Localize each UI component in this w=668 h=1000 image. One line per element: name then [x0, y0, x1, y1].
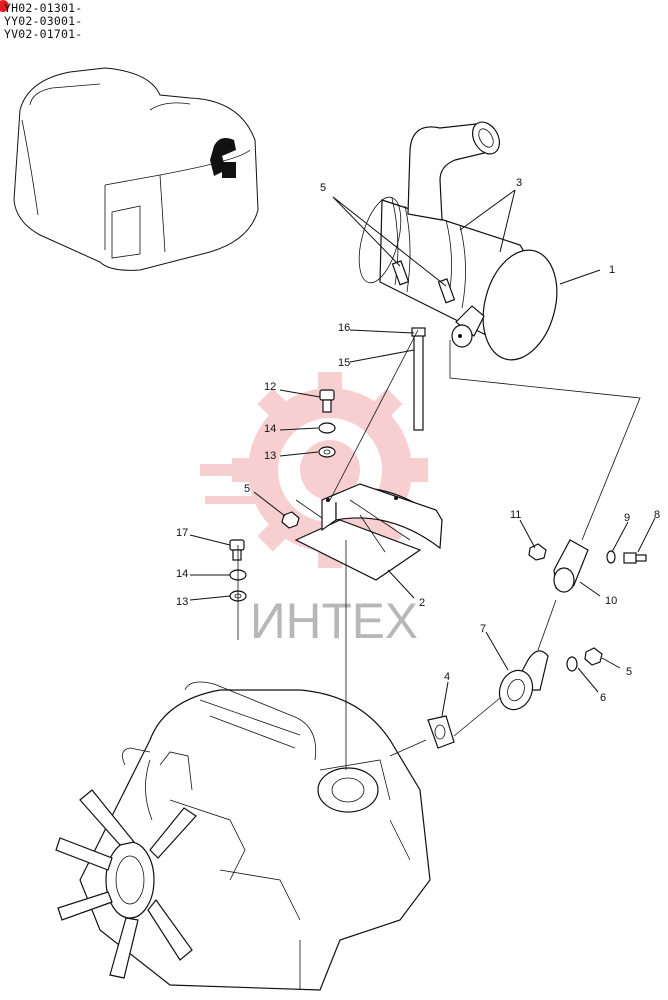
muffler	[358, 196, 558, 361]
callout-13-lower: 13	[176, 596, 188, 608]
callout-14-upper: 14	[264, 423, 276, 435]
serial-range-3: YV02-01701-	[4, 27, 83, 41]
corner-marker	[0, 0, 9, 12]
muffler-inlet	[451, 305, 485, 348]
muffler-bracket	[294, 483, 443, 581]
callout-7: 7	[480, 623, 486, 635]
callout-5-elbow: 5	[626, 666, 632, 678]
washer-13-upper	[318, 446, 336, 458]
callout-8: 8	[654, 509, 660, 521]
watermark-text: ИНТЕХ	[250, 593, 418, 649]
callout-labels: 1 2 3 4 5 5 5 6 7 8 9 10 11 12 13 13 14 …	[176, 177, 660, 704]
callout-13-upper: 13	[264, 450, 276, 462]
engine	[55, 681, 431, 991]
nut-11	[528, 543, 547, 561]
callout-15: 15	[338, 357, 350, 369]
callout-6: 6	[600, 692, 606, 704]
nut-5-elbow	[584, 647, 603, 666]
tail-pipe	[407, 121, 501, 221]
callout-14-lower: 14	[176, 568, 188, 580]
washer-6	[566, 656, 578, 672]
washer-9	[606, 550, 616, 564]
exhaust-elbow	[498, 650, 549, 711]
washer-14-upper	[318, 422, 336, 434]
support-rod	[411, 327, 426, 431]
nut-5-bracket	[281, 511, 300, 529]
callout-16: 16	[338, 322, 350, 334]
leader-lines	[189, 189, 656, 770]
callout-9: 9	[624, 512, 630, 524]
callout-5-muffler: 5	[320, 182, 326, 194]
serial-range-1: YH02-01301-	[4, 1, 83, 15]
callout-11: 11	[510, 509, 521, 521]
bolt-8	[623, 552, 647, 564]
callout-1: 1	[609, 264, 615, 276]
callout-10: 10	[605, 595, 617, 607]
callout-17: 17	[176, 527, 188, 539]
serial-number-block: YH02-01301- YY02-03001- YV02-01701-	[4, 2, 82, 41]
machine-thumbnail	[13, 67, 259, 271]
bolt-12	[319, 389, 335, 413]
bolt-17	[229, 539, 245, 561]
callout-3: 3	[516, 177, 522, 189]
callout-4: 4	[444, 671, 450, 683]
serial-range-2: YY02-03001-	[4, 14, 83, 28]
callout-2: 2	[419, 597, 425, 609]
callout-5-bracket: 5	[244, 483, 250, 495]
callout-12: 12	[264, 381, 276, 393]
exhaust-connector-pipe	[553, 539, 589, 593]
gasket-4	[427, 715, 455, 749]
